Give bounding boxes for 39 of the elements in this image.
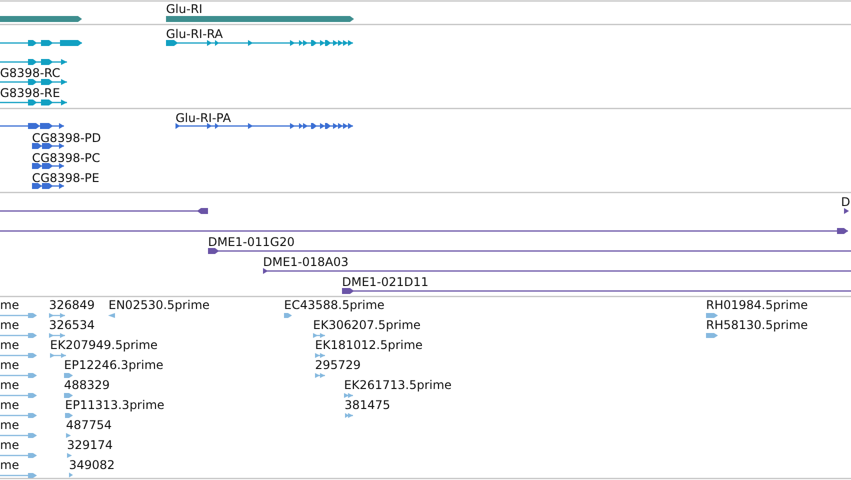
- est-label: 295729: [315, 358, 361, 372]
- protein-label: CG8398-PC: [32, 150, 100, 165]
- est-label: me: [0, 318, 20, 332]
- est-label: me: [0, 438, 20, 452]
- est-label: me: [0, 458, 20, 472]
- est-label: EC43588.5prime: [284, 298, 385, 312]
- est-label: RH01984.5prime: [706, 298, 808, 312]
- protein-label: CG8398-PD: [32, 130, 102, 145]
- est-label: me: [0, 358, 20, 372]
- clone-label: DME1-018A03: [263, 254, 349, 269]
- est-label: EK261713.5prime: [344, 378, 452, 392]
- est-label: EK306207.5prime: [313, 318, 421, 332]
- protein-label: CG8398-PE: [32, 170, 100, 185]
- est-label: EP12246.3prime: [64, 358, 164, 372]
- est-label: me: [0, 338, 20, 352]
- gene-label: Glu-RI: [166, 2, 202, 16]
- protein-label: Glu-RI-PA: [176, 110, 231, 125]
- clone-label: D: [841, 194, 850, 209]
- est-label: 381475: [344, 398, 390, 412]
- transcript-label: G8398-RE: [0, 86, 60, 100]
- est-label: RH58130.5prime: [706, 318, 808, 332]
- clone-label: DME1-011G20: [208, 234, 295, 249]
- est-label: 487754: [66, 418, 112, 432]
- est-label: 329174: [67, 438, 113, 452]
- clone-label: DME1-021D11: [342, 274, 429, 289]
- est-label: me: [0, 298, 20, 312]
- transcript-label: G8398-RC: [0, 66, 60, 80]
- est-label: 326534: [49, 318, 95, 332]
- est-label: EP11313.3prime: [65, 398, 164, 412]
- est-label: 488329: [64, 378, 110, 392]
- transcript-label: Glu-RI-RA: [166, 26, 223, 41]
- est-label: EK207949.5prime: [50, 338, 158, 352]
- est-label: me: [0, 378, 20, 392]
- est-label: me: [0, 418, 20, 432]
- est-label: EK181012.5prime: [315, 338, 423, 352]
- est-label: EN02530.5prime: [108, 298, 210, 312]
- est-label: 326849: [49, 298, 95, 312]
- est-label: me: [0, 398, 20, 412]
- est-label: 349082: [69, 458, 115, 472]
